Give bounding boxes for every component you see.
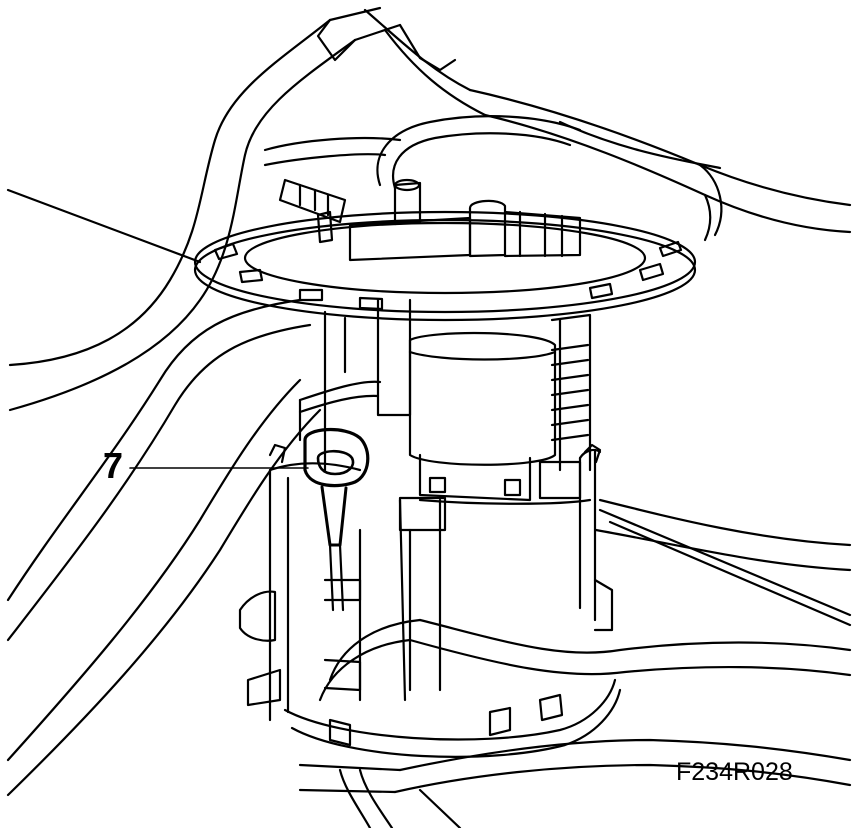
callout-number: 7 [103,445,124,486]
pump-canister [298,298,592,502]
right-hoses [298,498,852,794]
bottom-lines [338,768,462,828]
left-hose [6,18,357,797]
mounting-flange [193,210,697,322]
background-lines [6,188,852,627]
figure-code: F234R028 [676,758,793,786]
return-tube [263,115,582,190]
level-sensor-float [268,427,602,612]
top-hose-bundle [316,6,852,242]
flange-fittings [278,178,582,262]
